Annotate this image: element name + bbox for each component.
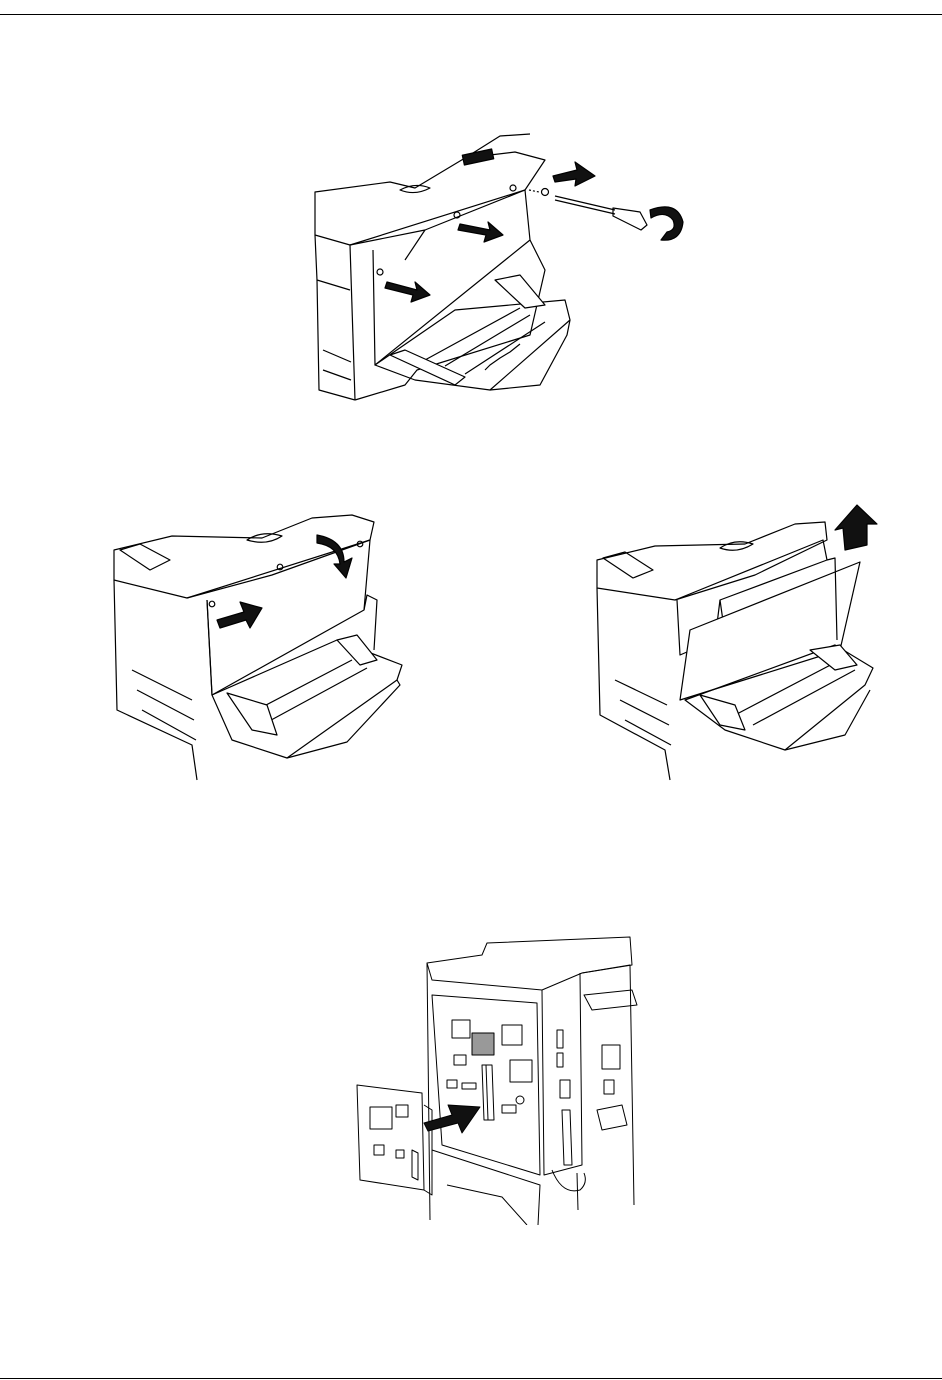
printer-front-icon xyxy=(112,500,412,782)
top-rule xyxy=(0,14,942,15)
figure-lift-cover xyxy=(595,500,895,782)
printer-front-icon xyxy=(595,500,895,782)
printer-front-icon xyxy=(305,130,710,412)
controller-board-icon xyxy=(352,935,652,1225)
figure-insert-board xyxy=(352,935,652,1225)
bottom-rule xyxy=(0,1378,942,1379)
figure-remove-screws xyxy=(305,130,710,412)
figure-slide-cover xyxy=(112,500,412,782)
